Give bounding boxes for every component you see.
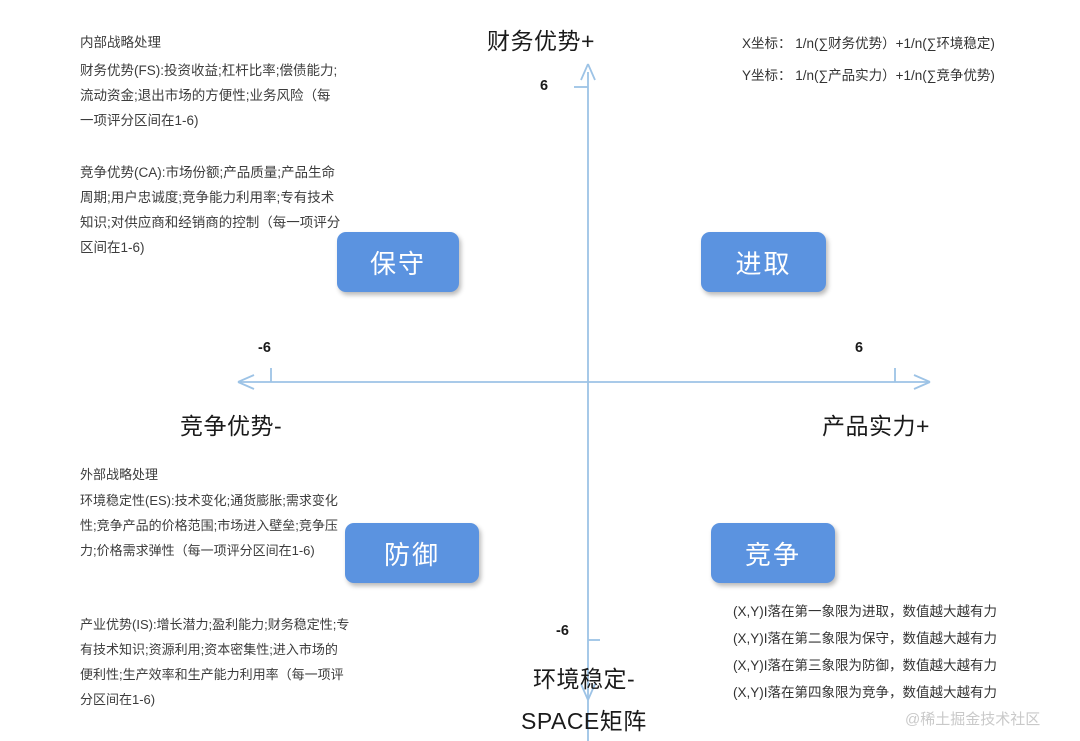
internal-heading: 内部战略处理 xyxy=(80,35,161,50)
axis-title-right: 产品实力+ xyxy=(822,413,930,439)
external-environment-stability-text: 环境稳定性(ES):技术变化;通货膨胀;需求变化性;竞争产品的价格范围;市场进入… xyxy=(80,493,338,558)
quadrant-label-aggressive: 进取 xyxy=(735,248,792,279)
quadrant-label-conservative: 保守 xyxy=(369,248,426,279)
tick-label-bottom: -6 xyxy=(556,623,569,639)
tick-label-left: -6 xyxy=(258,340,271,356)
axis-title-bottom: 环境稳定- xyxy=(533,666,636,692)
tick-label-right: 6 xyxy=(855,340,864,356)
tick-label-top: 6 xyxy=(540,78,549,94)
formula-y-coordinate: Y坐标： 1/n(∑产品实力）+1/n(∑竞争优势) xyxy=(742,68,995,83)
quadrant-label-defensive: 防御 xyxy=(383,539,440,570)
quadrant-box-defensive[interactable]: 防御 xyxy=(345,523,479,583)
axis-title-left: 竞争优势- xyxy=(180,413,283,439)
legend-line-quadrant-2: (X,Y)I落在第二象限为保守，数值越大越有力 xyxy=(733,631,998,646)
legend-line-quadrant-1: (X,Y)I落在第一象限为进取，数值越大越有力 xyxy=(733,604,998,619)
formula-x-coordinate: X坐标： 1/n(∑财务优势）+1/n(∑环境稳定) xyxy=(742,36,995,51)
axis-title-top: 财务优势+ xyxy=(487,28,595,54)
quadrant-box-aggressive[interactable]: 进取 xyxy=(701,232,826,292)
external-industry-strength-text: 产业优势(IS):增长潜力;盈利能力;财务稳定性;专有技术知识;资源利用;资本密… xyxy=(80,617,350,707)
quadrant-box-conservative[interactable]: 保守 xyxy=(337,232,459,292)
external-heading: 外部战略处理 xyxy=(80,467,159,482)
quadrant-legend: (X,Y)I落在第一象限为进取，数值越大越有力 (X,Y)I落在第二象限为保守，… xyxy=(733,598,997,706)
legend-line-quadrant-3: (X,Y)I落在第三象限为防御，数值越大越有力 xyxy=(733,658,998,673)
legend-line-quadrant-4: (X,Y)I落在第四象限为竞争，数值越大越有力 xyxy=(733,685,998,700)
internal-financial-strength-text: 财务优势(FS):投资收益;杠杆比率;偿债能力;流动资金;退出市场的方便性;业务… xyxy=(80,63,338,128)
matrix-name-label: SPACE矩阵 xyxy=(521,708,647,734)
watermark: @稀土掘金技术社区 xyxy=(905,711,1041,728)
internal-competitive-advantage-text: 竞争优势(CA):市场份额;产品质量;产品生命周期;用户忠诚度;竞争能力利用率;… xyxy=(80,165,341,255)
quadrant-label-competitive: 竞争 xyxy=(744,539,801,570)
quadrant-box-competitive[interactable]: 竞争 xyxy=(711,523,835,583)
